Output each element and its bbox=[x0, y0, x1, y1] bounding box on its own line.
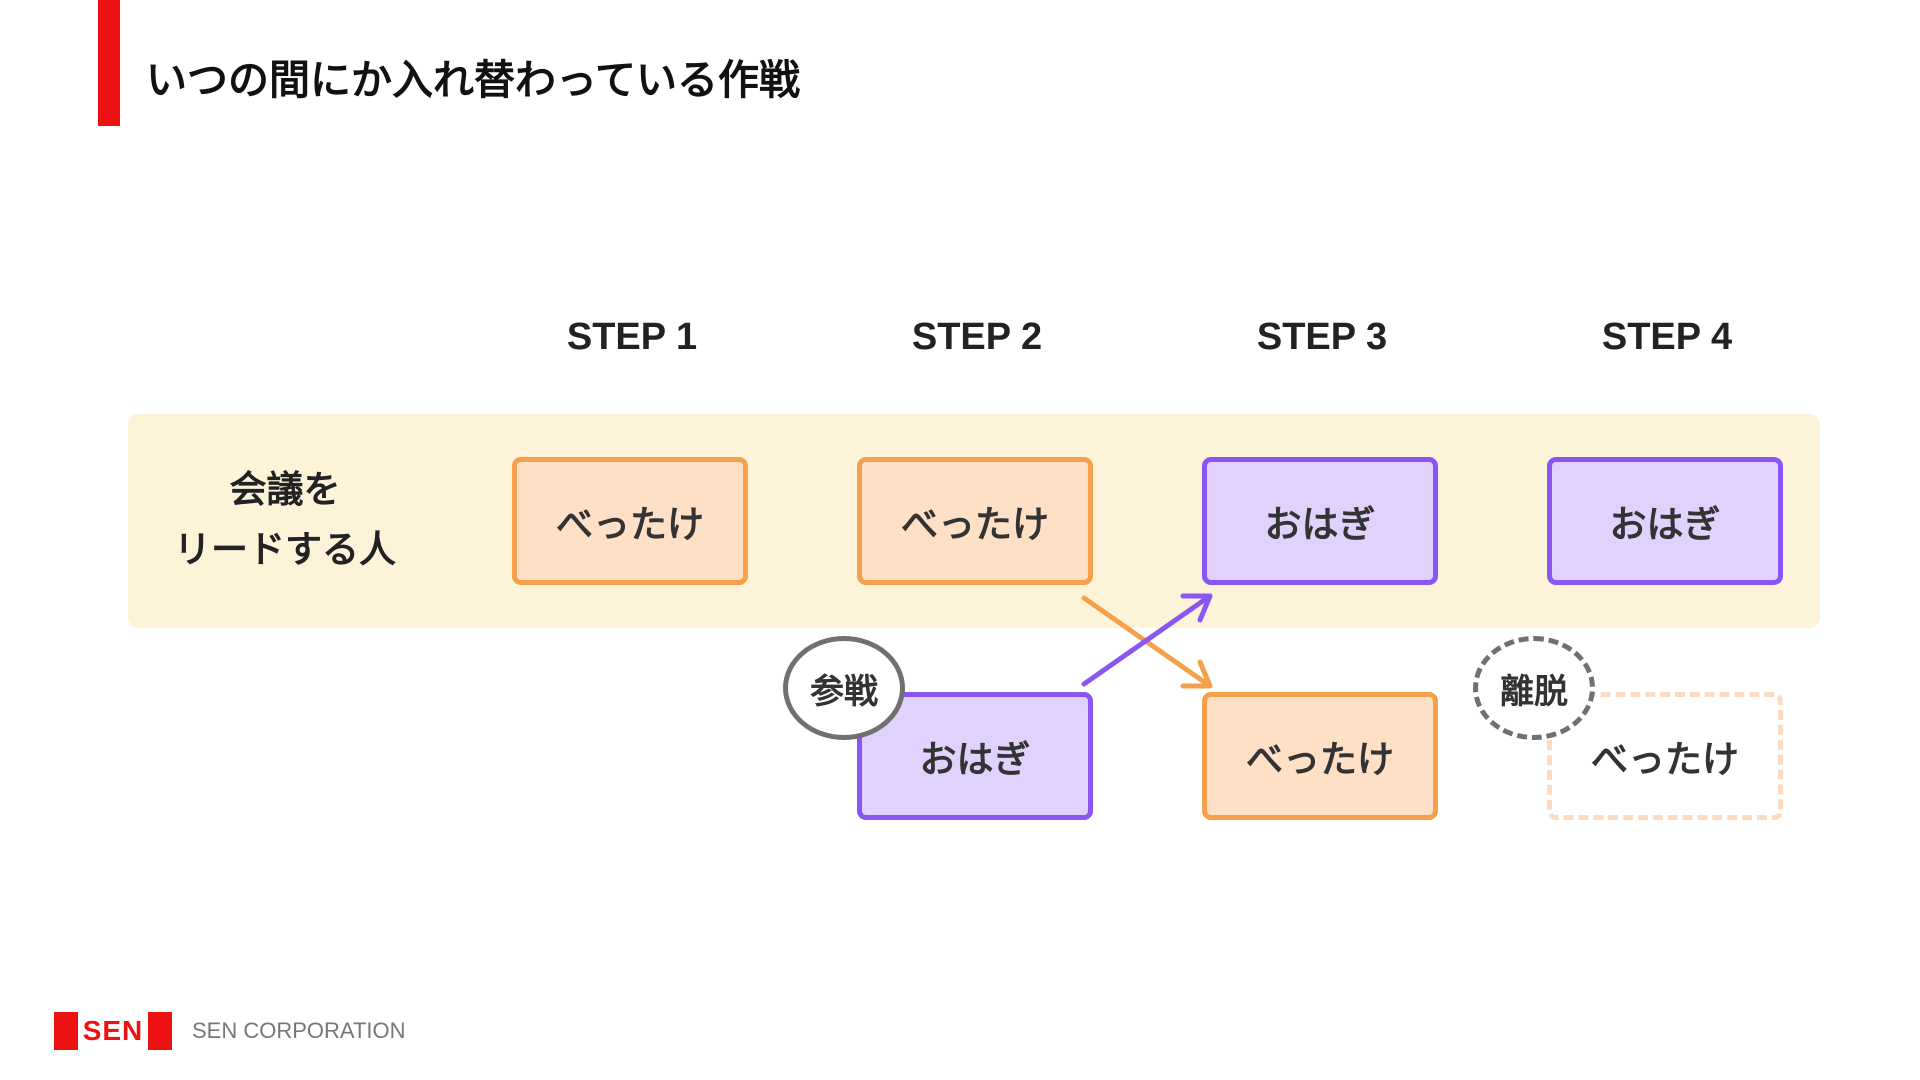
row-label-line-1: 会議を bbox=[229, 468, 341, 511]
leave-badge: 離脱 bbox=[1473, 636, 1595, 740]
step-4-label: STEP 4 bbox=[1601, 316, 1733, 358]
step-3-label: STEP 3 bbox=[1256, 316, 1388, 358]
sen-logo-text: SEN bbox=[82, 1015, 144, 1046]
step3-sub-box: べったけ bbox=[1202, 692, 1438, 820]
slide-title: いつの間にか入れ替わっている作戦 bbox=[146, 56, 800, 104]
step-2-label: STEP 2 bbox=[911, 316, 1043, 358]
step1-lead-box: べったけ bbox=[512, 457, 748, 585]
company-name: SEN CORPORATION bbox=[192, 1018, 406, 1043]
step2-join-box: おはぎ bbox=[857, 692, 1093, 820]
row-label-lead: 会議を リードする人 bbox=[150, 460, 420, 580]
join-badge: 参戦 bbox=[783, 636, 905, 740]
step2-lead-box: べったけ bbox=[857, 457, 1093, 585]
step4-leaving-box: べったけ bbox=[1547, 692, 1783, 820]
title-accent-bar bbox=[98, 0, 120, 126]
sen-logo: SEN bbox=[54, 1012, 172, 1050]
step3-lead-box: おはぎ bbox=[1202, 457, 1438, 585]
swap-arrow-purple-icon bbox=[1081, 593, 1213, 687]
step-1-label: STEP 1 bbox=[566, 316, 698, 358]
step4-lead-box: おはぎ bbox=[1547, 457, 1783, 585]
row-label-line-2: リードする人 bbox=[174, 528, 396, 571]
